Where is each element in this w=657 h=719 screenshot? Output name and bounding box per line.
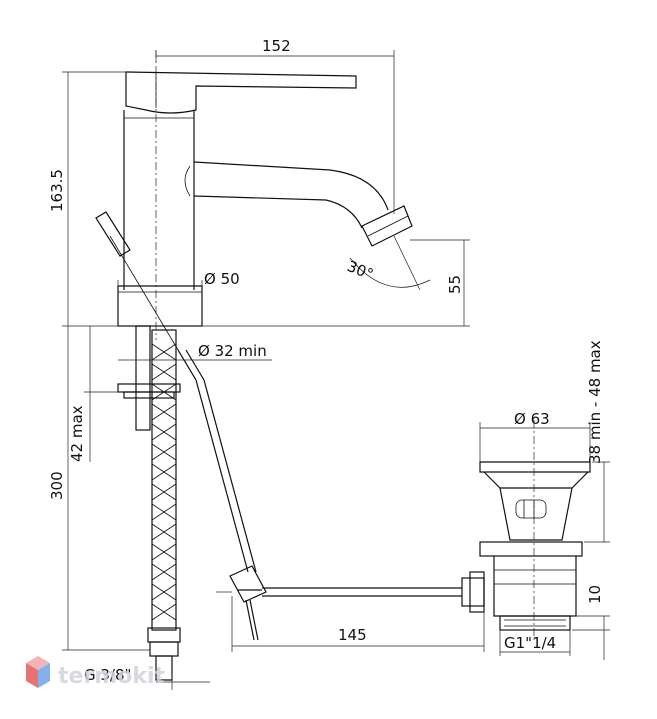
dim-outlet-height-label: 55 (446, 275, 464, 294)
horizontal-rod (262, 587, 462, 597)
dim-waste-thread: G1"1/4 (499, 630, 571, 656)
dim-thread-length: 10 (572, 585, 610, 660)
dim-height-label: 163.5 (48, 169, 66, 212)
dim-outlet-height: 55 (410, 239, 470, 326)
watermark-text: termokit (58, 664, 165, 689)
faucet-body (117, 50, 413, 340)
dim-spout-angle: 30° (345, 235, 431, 291)
dim-max-deck-thickness: 42 max (68, 326, 120, 462)
dim-waste-diameter-label: Ø 63 (514, 410, 550, 428)
dim-thread-length-label: 10 (586, 585, 604, 604)
dim-rod-length: 145 (216, 591, 485, 652)
flexible-hose (147, 329, 181, 681)
dim-total-length: 152 (155, 37, 395, 214)
dim-waste-thread-label: G1"1/4 (504, 634, 556, 652)
dim-hose-thread-label: G 3/8" (84, 666, 131, 684)
dim-rod-length-label: 145 (338, 626, 367, 644)
dim-hose-thread: G 3/8" (84, 666, 210, 690)
waste-link-rod (177, 349, 257, 573)
watermark-logo: termokit (26, 656, 165, 689)
pop-up-waste (461, 420, 591, 640)
dim-spout-angle-label: 30° (345, 257, 376, 284)
dim-waste-height-range-label: 38 min - 48 max (586, 340, 604, 464)
dim-hose-length: 300 (48, 326, 150, 651)
dim-hole-diameter-label: Ø 32 min (198, 342, 267, 360)
mounting-stud (117, 325, 181, 431)
dim-waste-height-range: 38 min - 48 max (584, 340, 610, 543)
dim-body-diameter: Ø 50 (117, 270, 240, 288)
dim-height: 163.5 (48, 71, 126, 326)
dim-hole-diameter: Ø 32 min (118, 342, 272, 366)
dim-body-diameter-label: Ø 50 (204, 270, 240, 288)
dim-hose-length-label: 300 (48, 471, 66, 500)
rod-connector (229, 565, 267, 641)
dim-waste-diameter: Ø 63 (479, 410, 591, 462)
dim-total-length-label: 152 (262, 37, 291, 55)
dim-max-deck-thickness-label: 42 max (68, 405, 86, 462)
